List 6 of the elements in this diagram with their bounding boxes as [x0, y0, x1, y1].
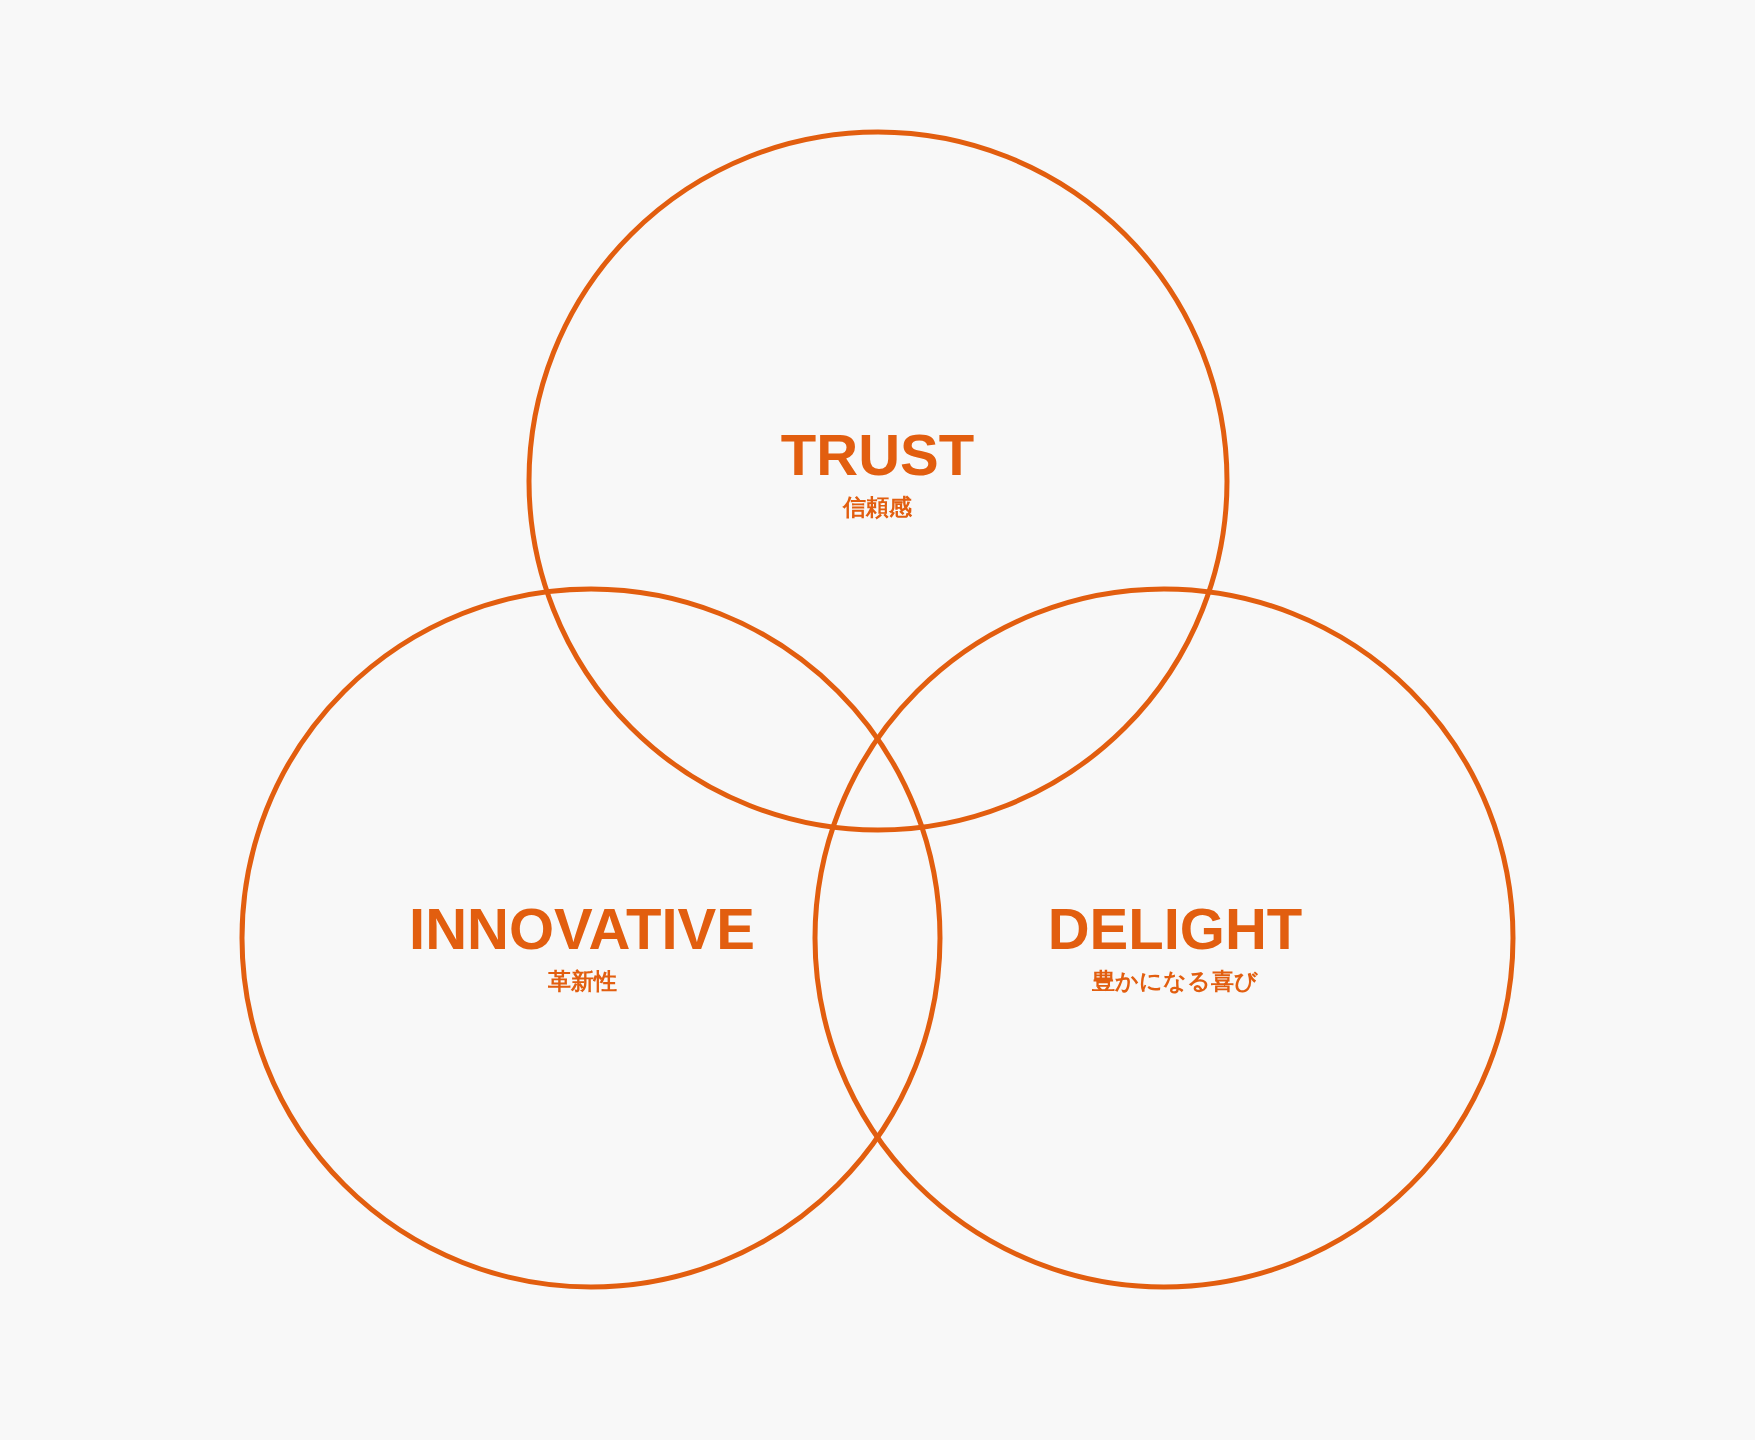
circle-subtitle: 信頼感: [843, 493, 912, 521]
circle-heading: DELIGHT: [1047, 899, 1303, 958]
circle-heading: TRUST: [780, 426, 975, 484]
circle-subtitle: 豊かになる喜び: [1092, 967, 1258, 994]
circle-heading: INNOVATIVE: [409, 899, 755, 958]
circle-subtitle: 革新性: [547, 967, 617, 994]
